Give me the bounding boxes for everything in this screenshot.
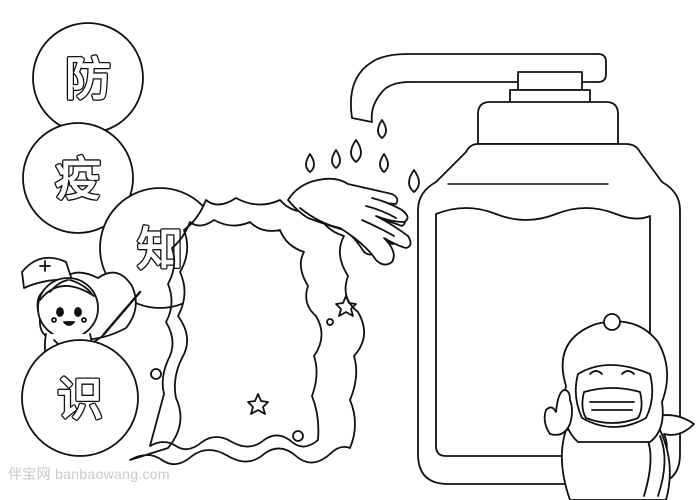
child-wearing-mask-icon (543, 313, 695, 500)
scalloped-frame (129, 197, 365, 466)
title-char-4: 识 (57, 372, 103, 426)
water-drop-icon (305, 119, 420, 193)
title-char-2: 疫 (55, 152, 101, 206)
title-circle-4: 识 (21, 339, 139, 457)
washing-hands-icon (287, 177, 412, 266)
star-icon (247, 295, 357, 415)
decor-circles (150, 318, 334, 442)
title-circle-1: 防 (32, 22, 144, 134)
watermark-text: 伴宝网 banbaowang.com (8, 466, 170, 482)
title-circle-2: 疫 (22, 122, 134, 234)
title-char-3: 知 (137, 222, 183, 276)
scalloped-frame-inner (149, 219, 323, 451)
title-char-1: 防 (65, 52, 111, 106)
